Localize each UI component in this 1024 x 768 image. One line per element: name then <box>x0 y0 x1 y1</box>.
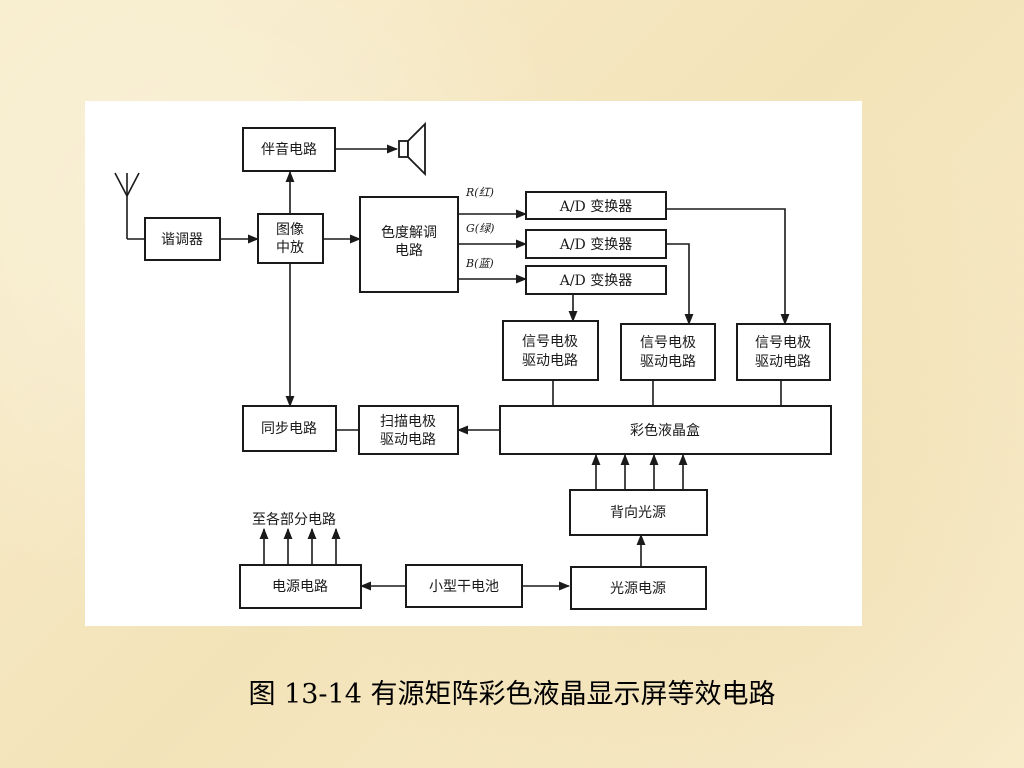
block-light-power-label: 光源电源 <box>610 581 666 597</box>
block-light-power: 光源电源 <box>570 566 707 610</box>
signal-r-label: R(红) <box>465 186 494 199</box>
speaker-icon <box>398 121 426 177</box>
diagram-panel: 伴音电路 谐调器 图像 中放 色度解调 电路 R(红) G(绿) B(蓝) A/… <box>85 101 862 626</box>
block-adc-g: A/D 变换器 <box>525 229 667 259</box>
block-signal-driver-2-label-2: 驱动电路 <box>640 354 696 370</box>
block-image-if: 图像 中放 <box>257 213 324 264</box>
block-signal-driver-1: 信号电极 驱动电路 <box>502 320 599 381</box>
block-signal-driver-1-label-1: 信号电极 <box>522 334 578 350</box>
block-sync: 同步电路 <box>242 405 337 452</box>
block-battery: 小型干电池 <box>405 564 523 608</box>
block-signal-driver-2-label-1: 信号电极 <box>640 335 696 351</box>
block-chroma-label-1: 色度解调 <box>381 224 437 241</box>
connections <box>126 144 790 591</box>
signal-b-label: B(蓝) <box>465 257 494 270</box>
block-adc-g-label: A/D 变换器 <box>559 236 633 253</box>
block-sync-label: 同步电路 <box>261 421 317 437</box>
arrow-adc-r-to-drv3 <box>666 208 790 326</box>
block-adc-r-label: A/D 变换器 <box>559 198 633 215</box>
block-sound: 伴音电路 <box>242 127 336 172</box>
signal-g-label: G(绿) <box>466 222 494 235</box>
power-output-annotation: 至各部分电路 <box>252 512 336 528</box>
block-adc-b: A/D 变换器 <box>525 265 667 295</box>
block-signal-driver-3-label-1: 信号电极 <box>755 335 811 351</box>
block-scan-driver-label-1: 扫描电极 <box>380 414 436 430</box>
block-adc-r: A/D 变换器 <box>525 191 667 220</box>
figure-caption: 图 13-14 有源矩阵彩色液晶显示屏等效电路 <box>248 679 776 710</box>
block-scan-driver: 扫描电极 驱动电路 <box>358 405 459 455</box>
block-tuner-label: 谐调器 <box>161 232 203 248</box>
block-backlight: 背向光源 <box>569 489 708 536</box>
block-image-if-label-1: 图像 <box>276 222 304 238</box>
block-lcd-cell-label: 彩色液晶盒 <box>630 422 700 439</box>
block-image-if-label-2: 中放 <box>276 240 304 256</box>
block-signal-driver-3: 信号电极 驱动电路 <box>736 323 831 381</box>
block-diagram: 伴音电路 谐调器 图像 中放 色度解调 电路 R(红) G(绿) B(蓝) A/… <box>114 121 832 610</box>
block-signal-driver-1-label-2: 驱动电路 <box>522 353 578 369</box>
block-backlight-label: 背向光源 <box>610 505 666 521</box>
block-lcd-cell: 彩色液晶盒 <box>499 405 832 455</box>
block-power-label: 电源电路 <box>272 579 328 595</box>
block-sound-label: 伴音电路 <box>261 141 317 158</box>
block-power: 电源电路 <box>239 564 362 609</box>
block-tuner: 谐调器 <box>144 217 221 261</box>
antenna-icon <box>114 172 140 197</box>
block-chroma-label-2: 电路 <box>395 243 423 259</box>
block-battery-label: 小型干电池 <box>429 579 499 595</box>
block-scan-driver-label-2: 驱动电路 <box>380 432 436 448</box>
block-adc-b-label: A/D 变换器 <box>559 272 633 289</box>
block-signal-driver-3-label-2: 驱动电路 <box>755 354 811 370</box>
block-chroma-demod: 色度解调 电路 <box>359 196 459 293</box>
block-signal-driver-2: 信号电极 驱动电路 <box>620 323 716 381</box>
arrow-adc-g-to-drv2 <box>666 243 694 326</box>
